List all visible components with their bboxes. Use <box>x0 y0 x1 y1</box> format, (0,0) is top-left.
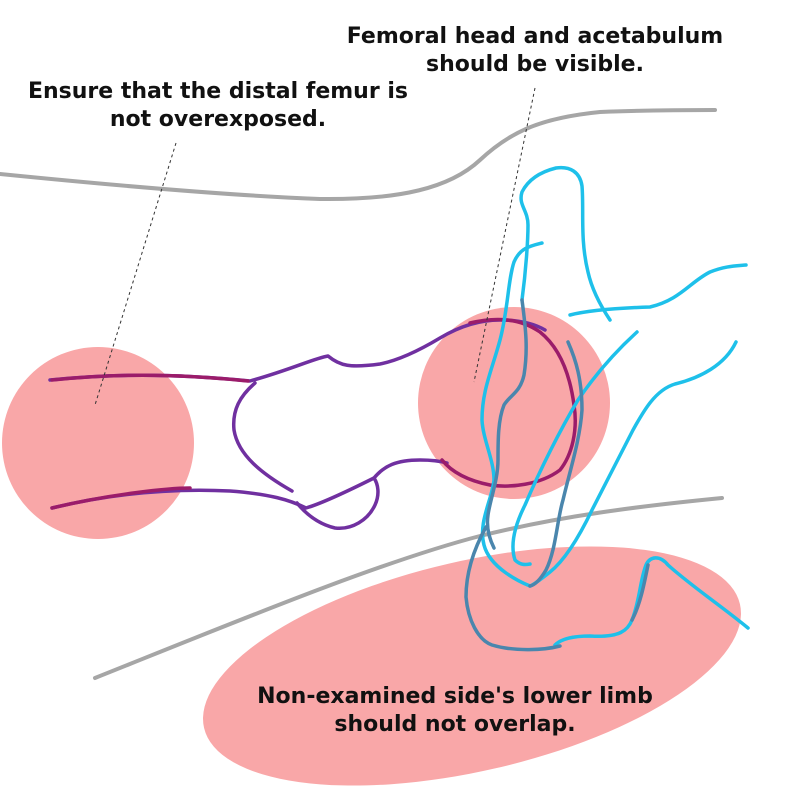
lower-limb-highlight <box>203 546 741 786</box>
upper-body-outline <box>0 108 717 202</box>
distal-femur-annotation: Ensure that the distal femur is not over… <box>18 78 418 134</box>
distal-femur-annotation-line2: not overexposed. <box>109 107 327 132</box>
lower-body-outline <box>93 496 724 680</box>
distal-femur-leader-line <box>94 142 177 406</box>
femoral-head-annotation: Femoral head and acetabulum should be vi… <box>330 23 740 79</box>
femoral-head-highlight <box>418 307 610 499</box>
pelvis-outline <box>464 165 750 652</box>
femoral-head-leader-line <box>473 87 536 383</box>
lower-limb-annotation-line1: Non-examined side's lower limb <box>257 684 653 709</box>
femur-outline <box>48 317 577 530</box>
femoral-head-annotation-line1: Femoral head and acetabulum <box>346 24 724 49</box>
lower-limb-annotation-line2: should not overlap. <box>334 712 576 737</box>
distal-femur-annotation-line1: Ensure that the distal femur is <box>27 79 408 104</box>
lower-limb-annotation: Non-examined side's lower limb should no… <box>220 683 690 739</box>
femoral-head-annotation-line2: should be visible. <box>426 52 644 77</box>
